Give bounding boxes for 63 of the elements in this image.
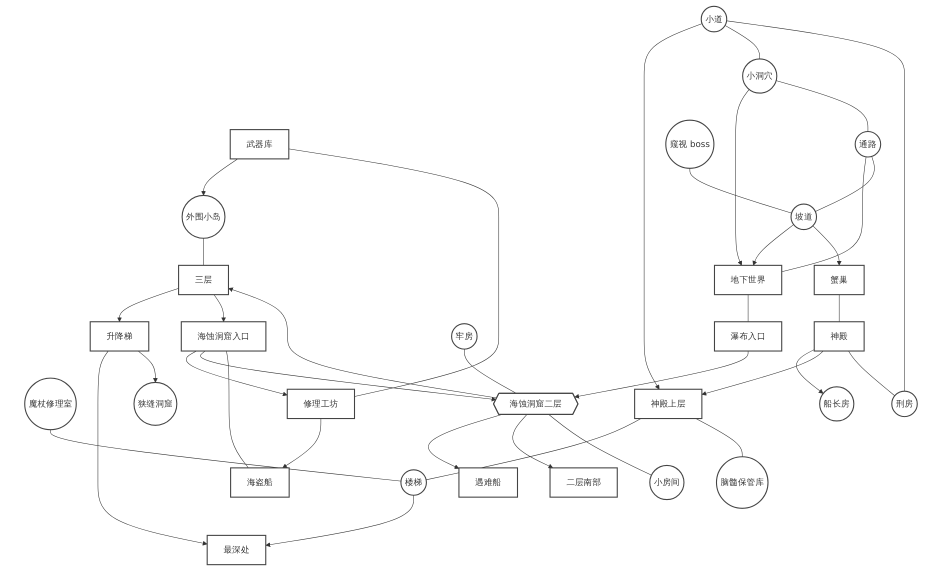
node-circle: 小道 xyxy=(700,6,728,32)
arrow xyxy=(702,350,824,396)
connector xyxy=(690,168,792,214)
connector xyxy=(226,350,249,468)
node-box: 神殿上层 xyxy=(634,388,702,420)
arrow xyxy=(98,350,208,546)
connector xyxy=(815,156,875,212)
node-circle: 楼梯 xyxy=(400,469,427,496)
arrow xyxy=(796,349,824,394)
arrow xyxy=(512,414,554,468)
node-circle: 牢房 xyxy=(451,323,478,350)
arrow xyxy=(214,294,226,322)
node-circle: 小房间 xyxy=(649,464,684,500)
arrow xyxy=(201,158,238,196)
arrow xyxy=(752,224,794,266)
node-box: 海盗船 xyxy=(230,467,290,498)
node-circle: 魔杖修理室 xyxy=(24,378,77,430)
arrow xyxy=(574,350,748,399)
arrow xyxy=(644,23,702,390)
arrow xyxy=(282,418,322,468)
node-circle: 外围小岛 xyxy=(182,194,226,239)
arrow xyxy=(138,350,158,383)
node-circle: 小洞穴 xyxy=(742,58,778,94)
arrow xyxy=(428,414,502,469)
connector xyxy=(288,148,500,397)
node-box: 三层 xyxy=(178,264,230,296)
connector xyxy=(548,414,652,476)
node-box: 地下世界 xyxy=(714,264,782,296)
connector xyxy=(724,25,760,60)
node-box: 二层南部 xyxy=(549,467,618,498)
connector xyxy=(203,238,204,266)
node-box: 遇难船 xyxy=(458,467,518,498)
connector xyxy=(50,429,402,482)
node-circle: 脑髓保管库 xyxy=(716,456,769,509)
connector xyxy=(838,294,840,322)
connector xyxy=(848,350,895,396)
node-box: 瀑布入口 xyxy=(714,321,782,352)
arrow xyxy=(228,287,498,398)
node-circle: 通路 xyxy=(854,130,882,158)
arrow xyxy=(200,350,496,402)
node-circle: 坡道 xyxy=(790,204,818,230)
node-circle: 窥视 boss xyxy=(665,120,714,169)
arrow xyxy=(735,89,750,266)
connector xyxy=(426,418,642,480)
connector xyxy=(726,20,905,392)
arrow xyxy=(812,226,842,266)
node-box: 最深处 xyxy=(206,534,266,566)
connector xyxy=(696,418,743,458)
connector xyxy=(776,80,868,132)
node-box: 升降梯 xyxy=(90,321,150,352)
node-box: 武器库 xyxy=(230,129,290,160)
node-circle: 狭缝洞窟 xyxy=(133,382,178,426)
node-box: 神殿 xyxy=(814,321,865,352)
arrow xyxy=(186,350,288,396)
connector xyxy=(781,156,866,272)
connector xyxy=(464,348,518,394)
arrow xyxy=(266,495,414,548)
node-box: 修理工坊 xyxy=(286,388,356,420)
node-circle: 刑房 xyxy=(891,390,918,418)
node-circle: 船长房 xyxy=(819,386,854,422)
arrow xyxy=(117,288,179,322)
node-box: 海蚀洞窟入口 xyxy=(180,321,266,352)
node-box: 蟹巢 xyxy=(814,264,865,296)
